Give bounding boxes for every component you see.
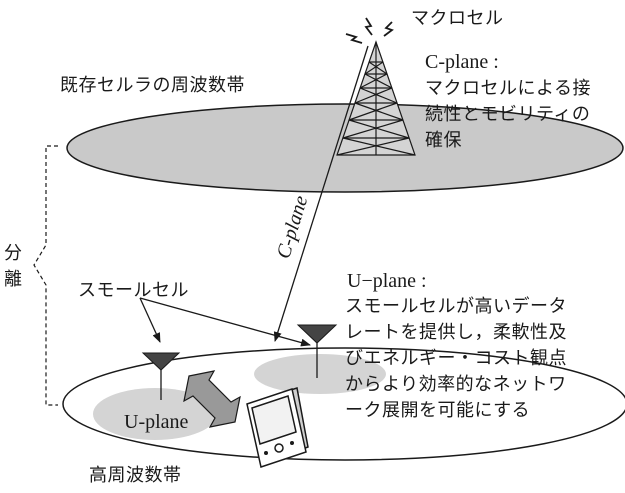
macro-tower-icon — [336, 40, 416, 156]
high-band-label: 高周波数帯 — [89, 465, 182, 486]
separation-label-bottom: 離 — [4, 269, 22, 290]
u-plane-line: レートを提供し，柔軟性及 — [345, 322, 567, 343]
u-plane-line: びエネルギー・コスト観点 — [345, 348, 567, 369]
u-plane-line: ーク展開を可能にする — [345, 400, 531, 421]
radio-wave-icon — [345, 17, 394, 44]
u-plane-zone-label: U-plane — [124, 411, 189, 433]
small-cell-coverage-right — [254, 354, 386, 394]
antenna-icon — [296, 324, 338, 378]
double-arrow-icon — [183, 370, 241, 428]
u-plane-line: からより効率的なネットワ — [345, 374, 567, 395]
u-plane-line: スモールセルが高いデータ — [345, 296, 567, 317]
c-plane-line: マクロセルによる接 — [425, 78, 591, 99]
u-plane-heading: U−plane : — [347, 270, 427, 292]
small-cell-pointer-left — [139, 297, 161, 343]
separation-label-top: 分 — [4, 243, 22, 264]
c-plane-heading: C-plane : — [425, 51, 499, 73]
c-plane-link — [273, 45, 369, 342]
macro-cell-label: マクロセル — [411, 8, 504, 29]
mobile-device-icon — [246, 387, 309, 468]
small-cell-pointer-right — [139, 297, 311, 347]
small-cell-coverage-left — [93, 388, 217, 440]
separation-bracket — [33, 145, 58, 406]
antenna-icon — [141, 352, 181, 400]
c-plane-line: 確保 — [425, 130, 462, 151]
small-cell-label: スモールセル — [78, 280, 189, 301]
c-plane-line: 続性とモビリティの — [425, 104, 591, 125]
existing-band-label: 既存セルラの周波数帯 — [60, 75, 245, 96]
